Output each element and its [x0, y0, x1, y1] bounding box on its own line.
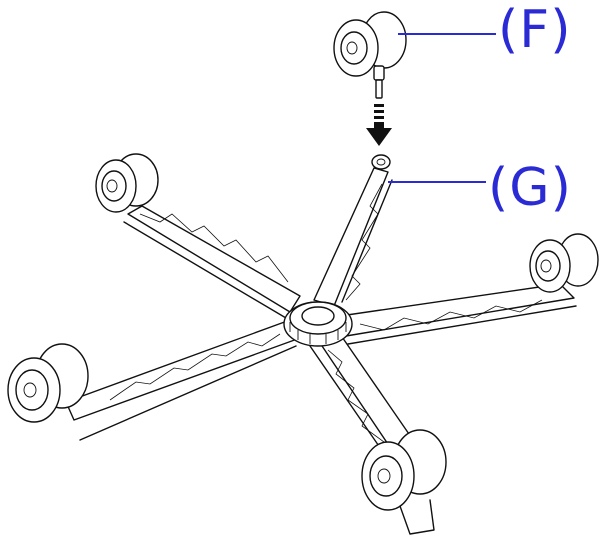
base-arm-top	[313, 154, 393, 307]
caster-right	[529, 233, 599, 293]
caster-bottom-left	[7, 343, 89, 423]
caster-bottom-right	[361, 429, 447, 535]
base-arm-top-left	[123, 205, 301, 319]
arrow-down-icon	[366, 104, 392, 146]
base-hub	[283, 301, 353, 347]
callout-label-g: (G)	[488, 158, 572, 218]
base-arm-right	[339, 283, 577, 345]
chair-base	[65, 154, 577, 469]
caster-loose-f	[333, 11, 407, 99]
base-arm-bottom-left	[65, 319, 301, 441]
caster-top-left	[95, 153, 159, 213]
callout-label-f: (F)	[498, 0, 572, 60]
